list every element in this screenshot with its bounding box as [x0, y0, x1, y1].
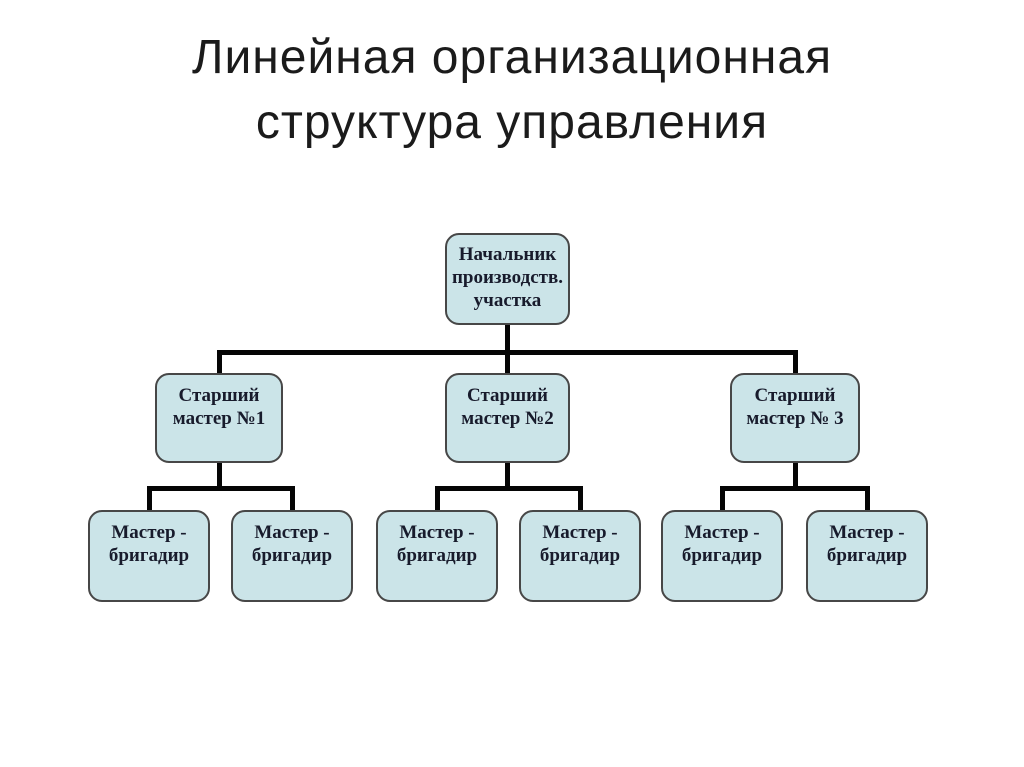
connector-group1-horizontal	[147, 486, 295, 491]
connector-b1-stub	[147, 486, 152, 510]
node-senior-master-3: Старший мастер № 3	[730, 373, 860, 463]
connector-m3-stub	[793, 350, 798, 373]
connector-m2-riser	[505, 462, 510, 491]
node-foreman-6-label: Мастер - бригадир	[826, 522, 908, 566]
node-foreman-1-label: Мастер - бригадир	[108, 522, 190, 566]
node-senior-master-1-label: Старший мастер №1	[172, 385, 266, 429]
node-foreman-3: Мастер - бригадир	[376, 510, 498, 602]
node-production-chief-label: Начальник производств. участка	[451, 244, 564, 311]
connector-level1-horizontal	[217, 350, 798, 355]
node-foreman-2-label: Мастер - бригадир	[251, 522, 333, 566]
node-senior-master-3-label: Старший мастер № 3	[746, 385, 844, 429]
node-senior-master-1: Старший мастер №1	[155, 373, 283, 463]
slide-title: Линейная организационная структура управ…	[191, 31, 833, 149]
node-foreman-6: Мастер - бригадир	[806, 510, 928, 602]
connector-b3-stub	[435, 486, 440, 510]
connector-m1-stub	[217, 350, 222, 373]
node-foreman-2: Мастер - бригадир	[231, 510, 353, 602]
connector-b2-stub	[290, 486, 295, 510]
node-foreman-1: Мастер - бригадир	[88, 510, 210, 602]
connector-m3-riser	[793, 462, 798, 491]
connector-b4-stub	[578, 486, 583, 510]
connector-m1-riser	[217, 462, 222, 491]
node-foreman-4-label: Мастер - бригадир	[539, 522, 621, 566]
connector-b6-stub	[865, 486, 870, 510]
node-production-chief: Начальник производств. участка	[445, 233, 570, 325]
connector-b5-stub	[720, 486, 725, 510]
node-senior-master-2: Старший мастер №2	[445, 373, 570, 463]
node-foreman-4: Мастер - бригадир	[519, 510, 641, 602]
node-foreman-3-label: Мастер - бригадир	[396, 522, 478, 566]
node-foreman-5: Мастер - бригадир	[661, 510, 783, 602]
node-foreman-5-label: Мастер - бригадир	[681, 522, 763, 566]
connector-group2-horizontal	[435, 486, 583, 491]
node-senior-master-2-label: Старший мастер №2	[461, 385, 554, 429]
connector-group3-horizontal	[720, 486, 870, 491]
